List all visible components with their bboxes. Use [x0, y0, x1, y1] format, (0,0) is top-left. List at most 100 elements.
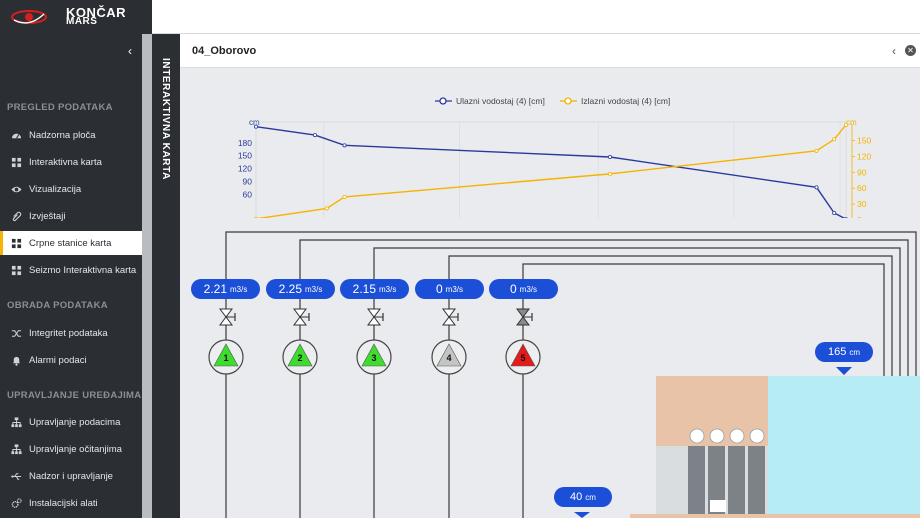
sidebar-scrollbar[interactable]	[142, 34, 152, 518]
panel-header: 04_Oborovo ‹ ✕	[180, 34, 920, 68]
chevron-left-icon[interactable]: ‹	[128, 44, 132, 58]
valve-icon[interactable]	[442, 308, 459, 326]
pump-unit-1[interactable]: 1	[208, 308, 244, 375]
y-right-tick-label: 0	[857, 215, 862, 218]
vertical-tab-label: INTERAKTIVNA KARTA	[160, 58, 171, 180]
y-left-tick-label: 150	[238, 151, 252, 161]
legend-series-inlet: Ulazni vodostaj (4) [cm]	[456, 96, 545, 106]
chart-legend[interactable]: Ulazni vodostaj (4) [cm] Izlazni vodosta…	[435, 96, 670, 106]
section-title-pregled: PREGLED PODATAKA	[7, 102, 113, 113]
sidebar-item-instalacijski-alati[interactable]: Instalacijski alati	[0, 491, 142, 515]
pump-flow-unit: m3/s	[445, 284, 464, 294]
dashboard-icon	[9, 129, 23, 141]
valve-icon[interactable]	[516, 308, 533, 326]
vertical-tab[interactable]: INTERAKTIVNA KARTA	[152, 34, 180, 518]
series-point	[607, 155, 612, 160]
paperclip-icon	[9, 210, 23, 222]
pump-flow-value: 0	[435, 282, 443, 296]
sidebar-item-alarmi-podaci[interactable]: Alarmi podaci	[0, 348, 142, 372]
series-point	[844, 217, 848, 218]
sidebar-item-upravljanje-ocitanjima[interactable]: Upravljanje očitanjima	[0, 437, 142, 461]
pump-flow-value: 2.15	[352, 282, 376, 296]
valve-icon[interactable]	[367, 308, 384, 326]
koncar-logo-icon	[11, 10, 47, 24]
series-line-inlet	[255, 125, 846, 218]
y-right-tick-label: 30	[857, 199, 867, 209]
pump-rotors	[689, 428, 765, 444]
sidebar-item-label: Interaktivna karta	[29, 156, 102, 168]
sidebar-item-seizmo-interaktivna-karta[interactable]: Seizmo Interaktivna karta	[0, 258, 142, 282]
section-title-upravljanje: UPRAVLJANJE UREĐAJIMA	[7, 390, 142, 401]
sidebar-item-nadzorna-ploca[interactable]: Nadzorna ploča	[0, 123, 142, 147]
sidebar-item-crpne-stanice-karta[interactable]: Crpne stanice karta	[0, 231, 142, 255]
chevron-left-icon[interactable]: ‹	[892, 44, 896, 58]
pump-flow-value: 2.21	[203, 282, 227, 296]
y-right-tick-label: 150	[857, 136, 871, 146]
pump-shafts	[688, 446, 765, 518]
sidebar-item-label: Vizualizacija	[29, 183, 82, 195]
series-line-outlet	[256, 124, 847, 218]
valve-icon[interactable]	[293, 308, 310, 326]
sidebar-item-upravljanje-podacima[interactable]: Upravljanje podacima	[0, 410, 142, 434]
pump-icon[interactable]: 5	[505, 339, 541, 375]
pump-unit-5[interactable]: 5	[505, 308, 541, 375]
pump-flow-unit: m3/s	[230, 284, 248, 294]
sitemap-icon	[9, 416, 23, 428]
y-left-tick-label: 120	[238, 164, 252, 174]
sidebar-item-nadzor-i-upravljanje[interactable]: Nadzor i upravljanje	[0, 464, 142, 488]
sidebar-item-label: Upravljanje podacima	[29, 416, 121, 428]
pump-number: 1	[223, 353, 228, 363]
pump-unit-3[interactable]: 3	[356, 308, 392, 375]
pump-flow-unit: m3/s	[519, 284, 538, 294]
sidebar-item-label: Crpne stanice karta	[29, 237, 112, 249]
level-unit: cm	[585, 492, 596, 502]
pump-housing	[656, 446, 768, 518]
series-point	[342, 194, 347, 199]
y-left-unit-label: cm	[249, 118, 260, 127]
sidebar-item-label: Upravljanje očitanjima	[29, 443, 122, 455]
pump-icon[interactable]: 1	[208, 339, 244, 375]
sidebar-item-integritet-podataka[interactable]: Integritet podataka	[0, 321, 142, 345]
valve-icon[interactable]	[219, 308, 236, 326]
station-wall	[656, 376, 768, 446]
close-icon[interactable]: ✕	[905, 45, 916, 56]
grid-icon	[9, 237, 23, 249]
shuffle-icon	[9, 327, 23, 339]
sidebar-item-interaktivna-karta[interactable]: Interaktivna karta	[0, 150, 142, 174]
sidebar-item-vizualizacija[interactable]: Vizualizacija	[0, 177, 142, 201]
outlet-level-marker	[836, 367, 852, 375]
pump-flow-value: 0	[509, 282, 517, 296]
pump-unit-4[interactable]: 4	[431, 308, 467, 375]
plot-area	[255, 121, 847, 218]
panel-title: 04_Oborovo	[192, 45, 257, 57]
series-point	[844, 122, 849, 127]
logo-area[interactable]: KONČAR MARS	[0, 0, 152, 34]
pump-number: 4	[446, 353, 451, 363]
bell-icon	[9, 354, 23, 366]
series-point	[814, 185, 819, 190]
cogs-icon	[9, 497, 23, 509]
pump-icon[interactable]: 3	[356, 339, 392, 375]
pump-icon[interactable]: 4	[431, 339, 467, 375]
inlet-channel-edge	[630, 514, 920, 518]
brand-subname: MARS	[66, 16, 98, 27]
sidebar-item-izvjestaji[interactable]: Izvještaji	[0, 204, 142, 228]
pump-unit-2[interactable]: 2	[282, 308, 318, 375]
sidebar-item-label: Seizmo Interaktivna karta	[29, 264, 137, 276]
main-panel: 04_Oborovo ‹ ✕ Ulazni vodostaj (4) [cm] …	[180, 34, 920, 518]
series-point	[342, 143, 347, 148]
y-left-tick-label: 90	[243, 176, 253, 186]
inlet-level-marker	[574, 512, 590, 518]
pump-icon[interactable]: 2	[282, 339, 318, 375]
sidebar-item-label: Izvještaji	[29, 210, 66, 222]
level-value: 165	[827, 346, 847, 358]
pump-number: 3	[371, 353, 376, 363]
pump-indicator	[710, 500, 726, 512]
